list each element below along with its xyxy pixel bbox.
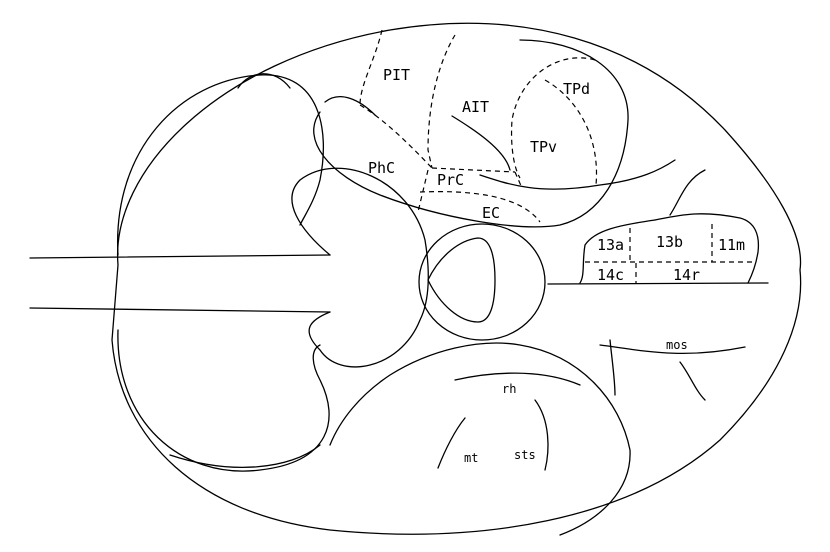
cerebellum-lower-fold bbox=[169, 444, 321, 468]
label-ait: AIT bbox=[462, 98, 489, 116]
tpd-tpv-border bbox=[544, 79, 598, 186]
spinal-cord-top bbox=[29, 254, 331, 259]
label-14r: 14r bbox=[673, 266, 700, 284]
label-11m: 11m bbox=[718, 236, 745, 254]
label-pit: PIT bbox=[383, 66, 410, 84]
temporal-lobe-lower bbox=[329, 342, 631, 536]
label-ec: EC bbox=[482, 204, 500, 222]
label-14c: 14c bbox=[597, 266, 624, 284]
label-13a: 13a bbox=[597, 236, 624, 254]
mos-sulcus bbox=[599, 344, 746, 355]
label-mos: mos bbox=[666, 338, 688, 352]
spinal-cord-bottom bbox=[29, 307, 331, 313]
brainstem bbox=[291, 167, 429, 368]
label-13b: 13b bbox=[656, 233, 683, 251]
label-tpd: TPd bbox=[563, 80, 590, 98]
orbital-sulcus-left bbox=[579, 219, 656, 284]
mos-branch bbox=[679, 361, 706, 401]
label-tpv: TPv bbox=[530, 138, 557, 156]
temporal-lobe-upper bbox=[313, 39, 629, 228]
cerebellum-upper-fold bbox=[237, 73, 291, 89]
label-rh: rh bbox=[502, 382, 516, 396]
cerebellum-lower bbox=[117, 329, 330, 472]
prc-left-border bbox=[417, 169, 429, 213]
pit-border-right bbox=[427, 34, 456, 169]
rhinal-groove-upper bbox=[479, 159, 676, 190]
ait-sulcus bbox=[451, 115, 511, 171]
sts-sulcus bbox=[534, 399, 549, 471]
label-prc: PrC bbox=[437, 171, 464, 189]
mammillary-inner bbox=[427, 237, 496, 323]
pit-border-left bbox=[359, 29, 383, 106]
rhinal-sulcus-lower bbox=[454, 372, 581, 386]
brain-outline bbox=[111, 22, 802, 535]
prc-ec-border bbox=[419, 191, 541, 223]
orbital-branch bbox=[669, 169, 706, 216]
lower-temporal-pole bbox=[609, 339, 616, 396]
midline-fissure bbox=[547, 282, 769, 285]
label-phc: PhC bbox=[368, 159, 395, 177]
tp-border bbox=[510, 57, 596, 179]
mt-sulcus bbox=[437, 417, 466, 469]
label-mt: mt bbox=[464, 451, 478, 465]
label-sts: sts bbox=[514, 448, 536, 462]
prc-top-border bbox=[431, 167, 516, 173]
prc-right-border bbox=[514, 171, 523, 189]
hypothalamus-ring bbox=[418, 223, 546, 341]
orbital-sulcus-upper bbox=[654, 213, 760, 284]
cerebellum-upper bbox=[117, 74, 325, 256]
parahippocampal-border bbox=[324, 96, 376, 116]
pit-phc-border bbox=[359, 104, 433, 169]
